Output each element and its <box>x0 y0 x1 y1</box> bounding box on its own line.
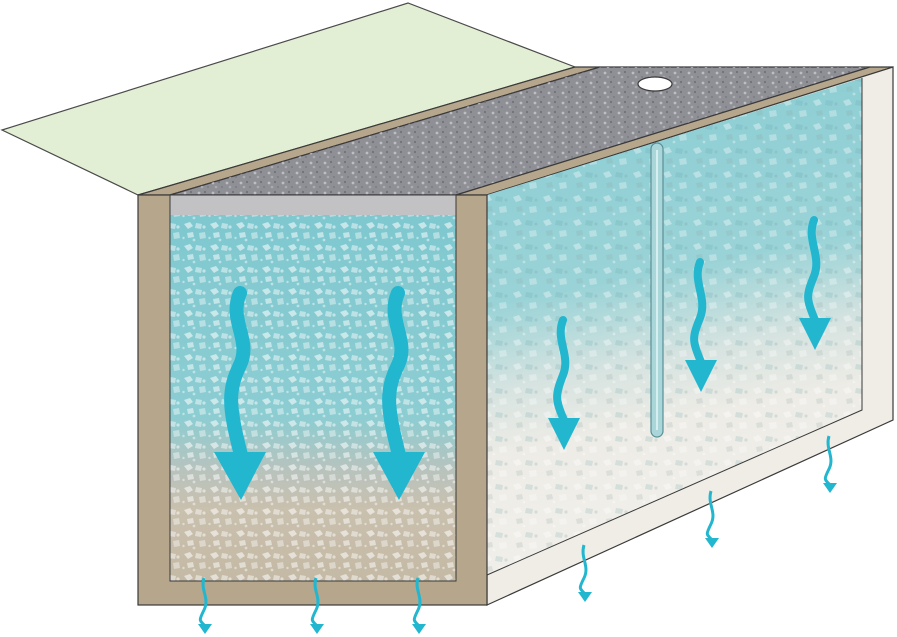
small-wavy-down-arrow-icon <box>578 544 592 602</box>
side-flow-arrows <box>548 216 831 450</box>
observation-well-icon <box>650 142 664 438</box>
bottom-seepage-arrows <box>198 577 426 634</box>
filter-strip <box>170 195 456 215</box>
front-fill-outline <box>169 194 457 582</box>
front-fill-stones <box>170 215 456 581</box>
wavy-down-arrow-icon <box>214 286 266 500</box>
small-wavy-down-arrow-icon <box>823 435 837 493</box>
wavy-down-arrow-icon <box>373 286 425 500</box>
wavy-down-arrow-icon <box>685 258 717 392</box>
small-wavy-down-arrow-icon <box>412 577 426 634</box>
side-face-edge <box>486 78 863 576</box>
small-wavy-down-arrow-icon <box>198 577 212 634</box>
front-flow-arrows <box>214 286 425 500</box>
gravel-cap-texture <box>170 67 870 195</box>
side-seepage-arrows <box>578 435 837 602</box>
wavy-down-arrow-icon <box>799 216 831 350</box>
wavy-down-arrow-icon <box>548 316 580 450</box>
small-wavy-down-arrow-icon <box>705 490 719 548</box>
small-wavy-down-arrow-icon <box>310 577 324 634</box>
manhole-icon <box>637 76 673 92</box>
